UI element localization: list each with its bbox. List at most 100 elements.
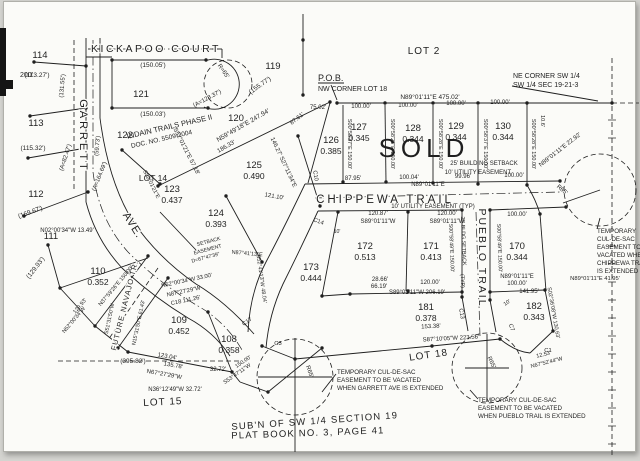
cul-de-sac-circle	[451, 332, 523, 404]
lot-boundary-line	[307, 102, 331, 184]
dimension-label: 100.00'	[446, 101, 466, 107]
section-lot-label: LOT 15	[143, 396, 183, 409]
survey-monument-dot	[336, 210, 340, 214]
lot-number-label: 172	[357, 241, 373, 252]
survey-monument-dot	[460, 295, 464, 299]
lot-boundary-line	[94, 325, 129, 353]
dimension-label: R65'	[555, 184, 568, 196]
dimension-label: 100.04'	[399, 175, 419, 181]
lot-boundary-line	[23, 191, 89, 217]
survey-monument-dot	[120, 148, 124, 152]
dimension-label: S00°58'28"E 150.00'	[437, 119, 443, 169]
survey-monument-dot	[26, 156, 30, 160]
dimension-label: 146.27' S27°11'34"E	[269, 137, 297, 189]
dimension-label: 100.00'	[507, 281, 527, 287]
dimension-label: S89°01'11"W	[361, 219, 396, 225]
lot-area-label: 0.393	[205, 219, 227, 229]
dimension-label: S00°58'49"E 150.00'	[447, 224, 455, 273]
lot-number-label: 127	[351, 122, 367, 133]
survey-monument-dot	[266, 390, 270, 394]
dimension-label: N67°27'29"W	[146, 369, 183, 381]
survey-monument-dot	[86, 190, 90, 194]
survey-monument-dot	[260, 344, 264, 348]
curve-label: C14	[312, 217, 325, 227]
dimension-label: 25' BLDG SETBACK	[459, 216, 467, 266]
survey-monument-dot	[230, 370, 234, 374]
survey-monument-dot	[431, 181, 435, 185]
lot-boundary-line	[117, 277, 169, 349]
lot-number-label: 173	[303, 262, 319, 273]
lot-boundary-line	[231, 371, 241, 383]
lot-boundary-line	[489, 206, 567, 211]
survey-monument-dot	[328, 100, 332, 104]
lot-boundary-line	[511, 85, 599, 102]
street-edge-line	[265, 210, 319, 349]
lot-boundary-line	[489, 299, 497, 333]
dimension-label: 100.00'	[504, 173, 524, 179]
dimension-label: (169.67')	[17, 205, 43, 220]
survey-monument-dot	[206, 106, 210, 110]
note-text: NE CORNER SW 1/4	[513, 73, 580, 80]
note-text: TEMPORARY CUL-DE-SAC	[478, 397, 557, 404]
dimension-label: (TYP)	[459, 274, 465, 288]
lot-number-label: 128	[405, 123, 421, 134]
survey-monument-dot	[93, 324, 97, 328]
lot-area-label: 0.345	[348, 133, 370, 143]
survey-monument-dot	[543, 288, 547, 292]
dimension-label: N89°01'11"E	[411, 182, 445, 188]
dimension-label: 25' BUILDING SETBACK	[450, 161, 518, 167]
note-text: TEMPORARY	[597, 228, 636, 235]
lot-boundary-line	[539, 213, 547, 292]
street-centerline	[92, 40, 243, 351]
survey-monument-dot	[206, 310, 210, 314]
dimension-label: 10'	[503, 299, 512, 308]
note-text: WHEN GARRETT AVE IS EXTENDED	[337, 385, 444, 392]
dimension-label: (150.05')	[140, 62, 165, 69]
survey-monument-dot	[301, 38, 305, 42]
lot-boundary-line	[529, 330, 554, 354]
survey-monument-dot	[46, 243, 50, 247]
survey-monument-dot	[296, 134, 300, 138]
survey-monument-dot	[301, 93, 305, 97]
lot-boundary-line	[461, 296, 469, 332]
survey-monument-dot	[498, 337, 502, 341]
lot-number-label: 109	[171, 315, 187, 326]
lot-boundary-line	[59, 257, 149, 289]
dimension-label: 10.6'	[539, 115, 545, 127]
survey-monument-dot	[58, 286, 62, 290]
survey-monument-dot	[28, 114, 32, 118]
dimension-label: 75.02'	[310, 105, 326, 111]
dimension-label: 100.00'	[507, 212, 527, 218]
survey-monument-dot	[260, 260, 264, 264]
lot-number-label: 108	[221, 334, 237, 345]
survey-monument-dot	[224, 194, 228, 198]
survey-monument-dot	[110, 106, 114, 110]
lot-number-label: 171	[423, 241, 439, 252]
note-text: VACATED WHEN	[597, 252, 640, 259]
note-text: PLAT BOOK NO. 3, PAGE 41	[231, 425, 385, 441]
dimension-label: R65'	[304, 365, 314, 378]
survey-monument-dot	[341, 180, 345, 184]
dimension-label: 153.38'	[421, 323, 441, 330]
section-lot-label: LOT 14	[139, 173, 167, 183]
lot-boundary-line	[207, 311, 233, 373]
boundary-dashed-line	[107, 267, 159, 341]
lot-area-label: 0.378	[415, 313, 437, 323]
survey-monument-dot	[384, 180, 388, 184]
survey-monument-dot	[525, 101, 529, 105]
survey-monument-dot	[348, 292, 352, 296]
note-text: CUL-DE-SAC	[597, 236, 635, 243]
dimension-label: S00°58'28"E 150.00'	[389, 119, 395, 169]
survey-monument-dot	[84, 146, 88, 150]
survey-monument-dot	[204, 58, 208, 62]
dimension-label: N15°31'50"E 61.43'	[131, 300, 146, 346]
lot-number-label: 110	[90, 266, 105, 277]
lot-boundary-line	[317, 209, 463, 212]
survey-monument-dot	[126, 350, 130, 354]
lot-area-label: 0.344	[506, 252, 528, 262]
dimension-label: 32.72'	[210, 367, 226, 373]
survey-monument-dot	[383, 101, 387, 105]
survey-monument-dot	[110, 58, 114, 62]
lot-area-label: 0.385	[320, 146, 342, 156]
dimension-label: (129.93')	[25, 256, 46, 280]
